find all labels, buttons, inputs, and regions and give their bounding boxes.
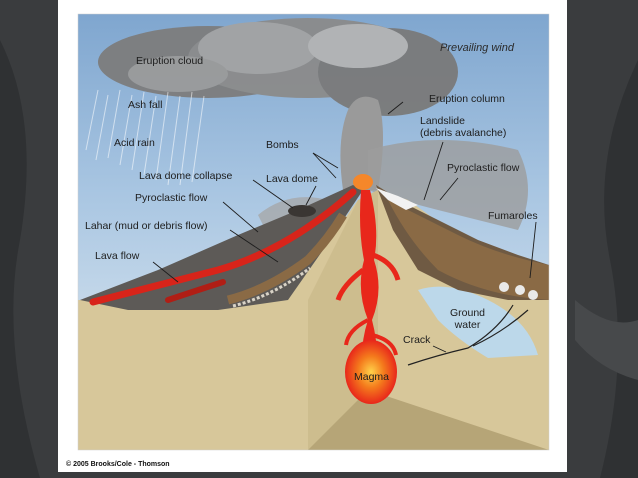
copyright-notice: © 2005 Brooks/Cole - Thomson bbox=[66, 461, 170, 468]
crack-line bbox=[407, 304, 514, 366]
label-prevailing-wind: Prevailing wind bbox=[440, 42, 514, 54]
lahar bbox=[226, 212, 347, 305]
label-landslide: Landslide (debris avalanche) bbox=[420, 115, 506, 139]
label-bombs: Bombs bbox=[266, 139, 299, 151]
eruption-cloud bbox=[98, 18, 458, 116]
label-ash-fall: Ash fall bbox=[128, 99, 163, 111]
label-landslide-line1: Landslide bbox=[420, 115, 465, 127]
label-ground-water-line1: Ground bbox=[450, 307, 486, 319]
label-lava-flow: Lava flow bbox=[95, 250, 140, 262]
label-eruption-column: Eruption column bbox=[429, 93, 505, 105]
label-lava-dome: Lava dome bbox=[266, 173, 318, 185]
label-pyroclastic-flow-left: Pyroclastic flow bbox=[135, 192, 208, 204]
label-fumaroles: Fumaroles bbox=[488, 210, 538, 222]
label-eruption-cloud: Eruption cloud bbox=[136, 55, 204, 67]
label-landslide-line2: (debris avalanche) bbox=[420, 127, 507, 139]
leader-lines bbox=[152, 101, 537, 353]
fumaroles-puffs bbox=[499, 282, 538, 300]
label-ground-water: Ground water bbox=[450, 307, 485, 331]
lava-dome bbox=[288, 205, 316, 217]
lava-flow bbox=[89, 188, 357, 306]
label-lahar: Lahar (mud or debris flow) bbox=[85, 220, 208, 232]
magma-chamber bbox=[345, 340, 397, 404]
label-lava-dome-collapse: Lava dome collapse bbox=[139, 170, 233, 182]
label-acid-rain: Acid rain bbox=[114, 137, 155, 149]
label-magma: Magma bbox=[354, 371, 390, 383]
label-ground-water-line2: water bbox=[454, 319, 481, 331]
ground-water bbox=[418, 286, 538, 358]
ash-plume bbox=[368, 140, 528, 230]
label-crack: Crack bbox=[403, 334, 431, 346]
label-pyroclastic-flow-right: Pyroclastic flow bbox=[447, 162, 520, 174]
volcano-diagram bbox=[77, 13, 550, 451]
ash-fall-streaks bbox=[85, 89, 205, 186]
